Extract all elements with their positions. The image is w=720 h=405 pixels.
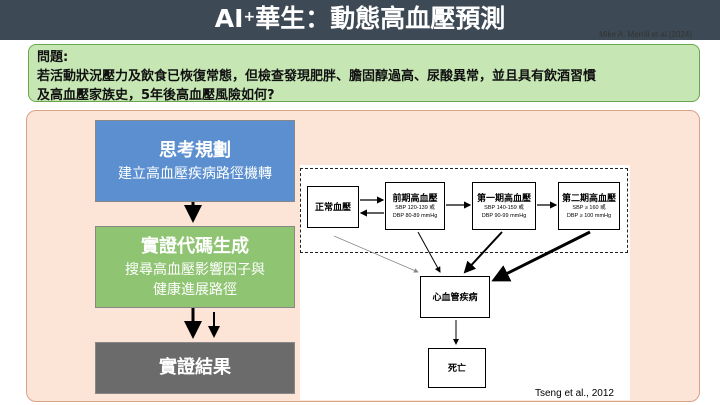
hypertension-stages-group xyxy=(300,168,628,253)
node-cardiovascular-disease-title: 心血管疾病 xyxy=(432,292,478,302)
title-superscript: + xyxy=(243,9,256,25)
node-death: 死亡 xyxy=(428,348,486,388)
node-prehypertension: 前期高血壓 SBP 120-139 或 DBP 80-89 mmHg xyxy=(385,182,445,230)
arrow-pre-to-cvd xyxy=(417,231,441,273)
node-prehypertension-sbp: SBP 120-139 或 xyxy=(395,205,435,211)
arrow-stage2-to-cvd xyxy=(491,230,591,282)
node-normal-bp-title: 正常血壓 xyxy=(314,202,351,212)
node-normal-bp: 正常血壓 xyxy=(307,186,359,228)
node-stage1: 第一期高血壓 SBP 140-159 或 DBP 90-99 mmHg xyxy=(472,182,536,230)
step-planning-subtitle: 建立高血壓疾病路徑機轉 xyxy=(118,166,272,182)
arrow-normal-to-cvd xyxy=(333,235,419,273)
node-prehypertension-dbp: DBP 80-89 mmHg xyxy=(392,213,438,219)
question-box: 問題: 若活動狀況壓力及飲食已恢復常態，但檢查發現肥胖、膽固醇過高、尿酸異常，並… xyxy=(28,44,700,103)
step-code-generation: 實證代碼生成 搜尋高血壓影響因子與 健康進展路徑 xyxy=(95,226,295,308)
node-stage2: 第二期高血壓 SBP ≥ 160 或 DBP ≥ 100 mmHg xyxy=(558,182,620,230)
question-label: 問題: xyxy=(37,50,69,65)
step-code-generation-subtitle-1: 搜尋高血壓影響因子與 xyxy=(125,262,265,278)
step-planning-title: 思考規劃 xyxy=(159,140,231,161)
step-code-generation-title: 實證代碼生成 xyxy=(141,236,249,257)
step-results-title: 實證結果 xyxy=(159,357,231,378)
page-title: AI+華生：動態高血壓預測 xyxy=(0,2,720,36)
diagram-citation: Tseng et al., 2012 xyxy=(535,388,614,399)
node-stage2-sbp: SBP ≥ 160 或 xyxy=(572,205,606,211)
header-bar xyxy=(0,0,720,40)
node-stage2-title: 第二期高血壓 xyxy=(561,193,616,203)
header-citation: Mike A. Merrill et al.(2024) xyxy=(599,30,692,39)
arrow-stage1-to-cvd xyxy=(463,231,503,274)
step-code-generation-subtitle-2: 健康進展路徑 xyxy=(153,282,237,298)
question-line-1: 若活動狀況壓力及飲食已恢復常態，但檢查發現肥胖、膽固醇過高、尿酸異常，並且具有飲… xyxy=(37,69,597,84)
node-stage2-dbp: DBP ≥ 100 mmHg xyxy=(566,213,612,219)
title-rest: 華生：動態高血壓預測 xyxy=(255,4,506,33)
step-results: 實證結果 xyxy=(95,342,295,394)
question-line-2: 及高血壓家族史，5年後高血壓風險如何? xyxy=(37,88,275,103)
step-planning: 思考規劃 建立高血壓疾病路徑機轉 xyxy=(95,120,295,202)
node-cardiovascular-disease: 心血管疾病 xyxy=(420,276,490,318)
title-main: AI xyxy=(214,4,244,33)
node-prehypertension-title: 前期高血壓 xyxy=(392,193,438,203)
node-stage1-sbp: SBP 140-159 或 xyxy=(484,205,524,211)
node-death-title: 死亡 xyxy=(447,363,466,373)
node-stage1-title: 第一期高血壓 xyxy=(476,193,531,203)
node-stage1-dbp: DBP 90-99 mmHg xyxy=(481,213,527,219)
